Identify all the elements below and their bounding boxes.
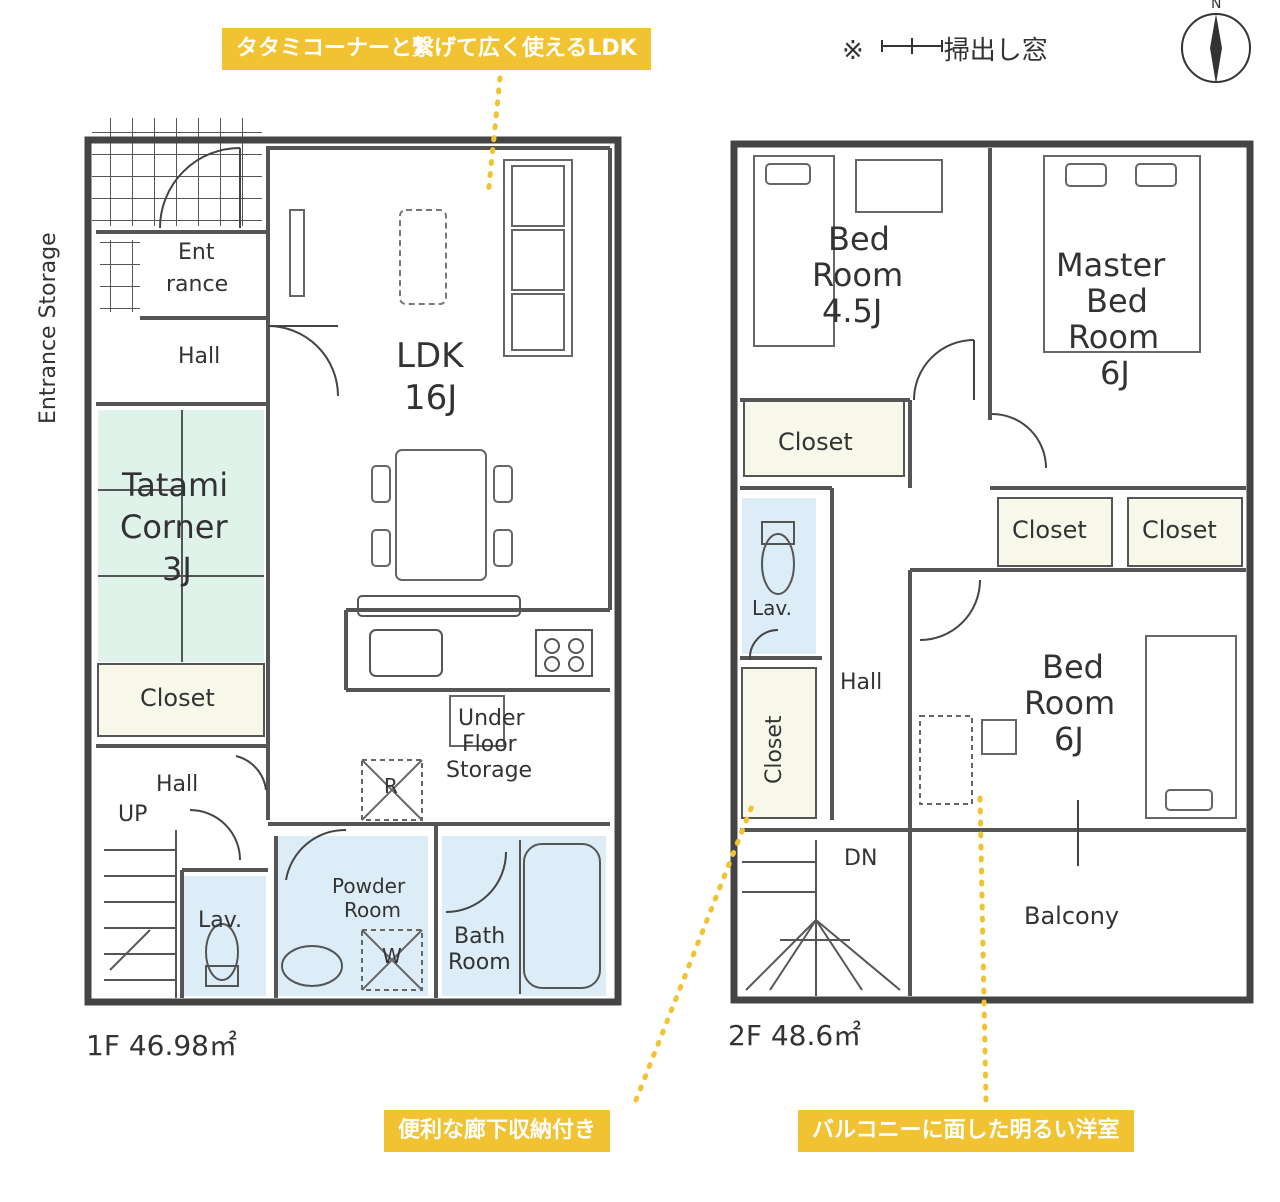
bath-room-label-2: Room (448, 950, 511, 975)
tatami-label-1: Tatami (122, 466, 229, 504)
compass-icon (1181, 13, 1251, 84)
closet-2f-vertical-floor (741, 667, 817, 819)
closet-2f-a-label: Closet (778, 428, 853, 456)
master-label-1: Master (1056, 246, 1166, 284)
closet-2f-c-label: Closet (1142, 516, 1217, 544)
doors-1f (159, 147, 507, 913)
walls-1f (84, 136, 622, 1006)
callout-ldk: タタミコーナーと繋げて広く使えるLDK (222, 28, 651, 70)
bed6-size: 6J (1054, 720, 1084, 758)
powder-room-label-1: Powder (332, 874, 406, 898)
master-size: 6J (1100, 354, 1130, 392)
tatami-size: 3J (162, 550, 192, 588)
bed45-label-2: Room (812, 256, 904, 294)
under-floor-label-3: Storage (446, 758, 533, 783)
stairs-2f-icon (742, 840, 901, 996)
master-label-3: Room (1068, 318, 1160, 356)
callout-hall-storage: 便利な廊下収納付き (384, 1110, 611, 1152)
storage-marks (361, 695, 505, 991)
closet-1f-label: Closet (140, 684, 215, 712)
closet-1f-floor (97, 663, 265, 737)
compass-label: N (1211, 0, 1222, 12)
bath-fixtures-icon (205, 840, 601, 994)
hall-2f-label: Hall (840, 670, 883, 695)
floor-2-area: 2F 48.6㎡ (728, 1019, 862, 1052)
dining-table-icon (371, 449, 513, 581)
legend-text: 掃出し窓 (943, 36, 1048, 66)
callout-balcony-room: バルコニーに面した明るい洋室 (798, 1110, 1134, 1152)
lav-1f-floor (182, 876, 266, 996)
closet-2f-b-floor (997, 497, 1113, 567)
under-floor-label-1: Under (458, 706, 525, 731)
entrance-storage-label: Entrance Storage (36, 232, 61, 424)
lav-1f-label: Lav. (198, 908, 243, 933)
powder-room-label-2: Room (344, 898, 401, 922)
under-floor-label-2: Floor (462, 732, 517, 757)
entrance-label-1: Ent (178, 240, 215, 265)
bed6-label-2: Room (1024, 684, 1116, 722)
coffee-table-icon (399, 209, 447, 305)
entrance-label-2: rance (166, 272, 229, 297)
balcony-label: Balcony (1024, 902, 1120, 930)
hall-bottom-label: Hall (156, 772, 199, 797)
lav-2f-floor (742, 498, 816, 654)
ldk-size: 16J (404, 378, 458, 418)
toilet-2f-icon (761, 521, 795, 595)
lav-2f-label: Lav. (752, 596, 793, 620)
legend-symbol: ※ (842, 36, 864, 66)
entrance-tiles (100, 240, 140, 312)
r-mark: R (384, 774, 398, 798)
closet-2f-b-label: Closet (1012, 516, 1087, 544)
tatami-label-2: Corner (120, 508, 228, 546)
porch-tiles (92, 118, 262, 226)
closet-2f-vertical-label: Closet (762, 715, 787, 784)
closet-2f-a-floor (743, 399, 905, 477)
master-label-2: Bed (1086, 282, 1148, 320)
bed45-size: 4.5J (822, 292, 883, 330)
sliding-window-symbol-icon (881, 38, 943, 54)
ldk-label: LDK (396, 336, 464, 376)
hall-top-label: Hall (178, 344, 221, 369)
bed6-label-1: Bed (1042, 648, 1104, 686)
sofa-icon (503, 159, 573, 357)
partitions-1f (96, 146, 612, 998)
kitchen-icon (357, 595, 593, 677)
bath-room-label-1: Bath (454, 924, 506, 949)
bed45-label-1: Bed (828, 220, 890, 258)
doors-2f (748, 339, 1047, 661)
window-legend: ※ 掃出し窓 (842, 30, 1048, 67)
stairs-down-label: DN (844, 846, 878, 871)
closet-2f-c-floor (1127, 497, 1243, 567)
leader-lines (485, 75, 989, 1103)
walls-2f (730, 140, 1254, 1004)
beds-2f (753, 155, 1237, 819)
stairs-1f-icon (104, 830, 177, 998)
floor-1-area: 1F 46.98㎡ (86, 1029, 237, 1062)
stairs-up-label: UP (118, 802, 148, 827)
tv-board-icon (289, 209, 305, 297)
w-mark: W (382, 944, 402, 968)
